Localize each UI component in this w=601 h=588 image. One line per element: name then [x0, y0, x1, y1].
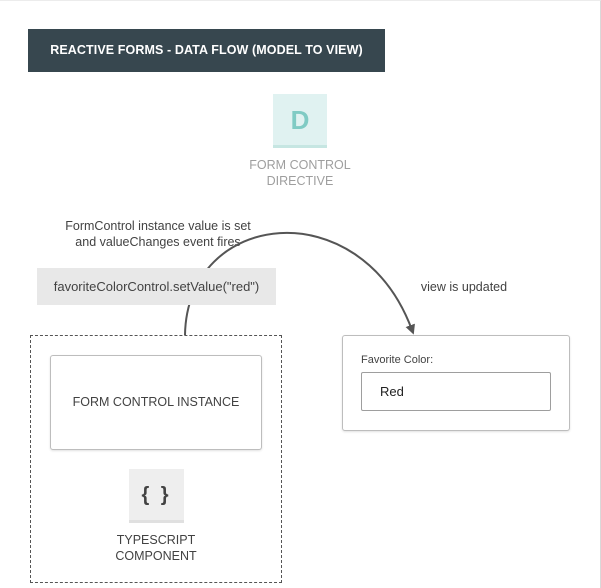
value-set-annotation-line1: FormControl instance value is set [65, 219, 251, 233]
typescript-component-label: TYPESCRIPT COMPONENT [76, 532, 236, 564]
favorite-color-label: Favorite Color: [361, 354, 434, 366]
typescript-component-boundary [30, 335, 282, 583]
typescript-component-label-line2: COMPONENT [115, 549, 197, 563]
favorite-color-input[interactable] [361, 372, 551, 411]
value-set-annotation: FormControl instance value is set and va… [40, 218, 276, 250]
view-updated-annotation: view is updated [420, 280, 508, 294]
form-control-instance-box: FORM CONTROL INSTANCE [50, 355, 262, 450]
directive-d-icon: D [273, 94, 327, 148]
typescript-component-label-line1: TYPESCRIPT [116, 533, 196, 547]
set-value-code-box: favoriteColorControl.setValue("red") [37, 268, 276, 305]
diagram-title: REACTIVE FORMS - DATA FLOW (MODEL TO VIE… [28, 29, 385, 72]
curly-braces-icon: { } [129, 469, 184, 523]
directive-label: FORM CONTROL DIRECTIVE [249, 158, 351, 188]
value-set-annotation-line2: and valueChanges event fires [75, 235, 241, 249]
